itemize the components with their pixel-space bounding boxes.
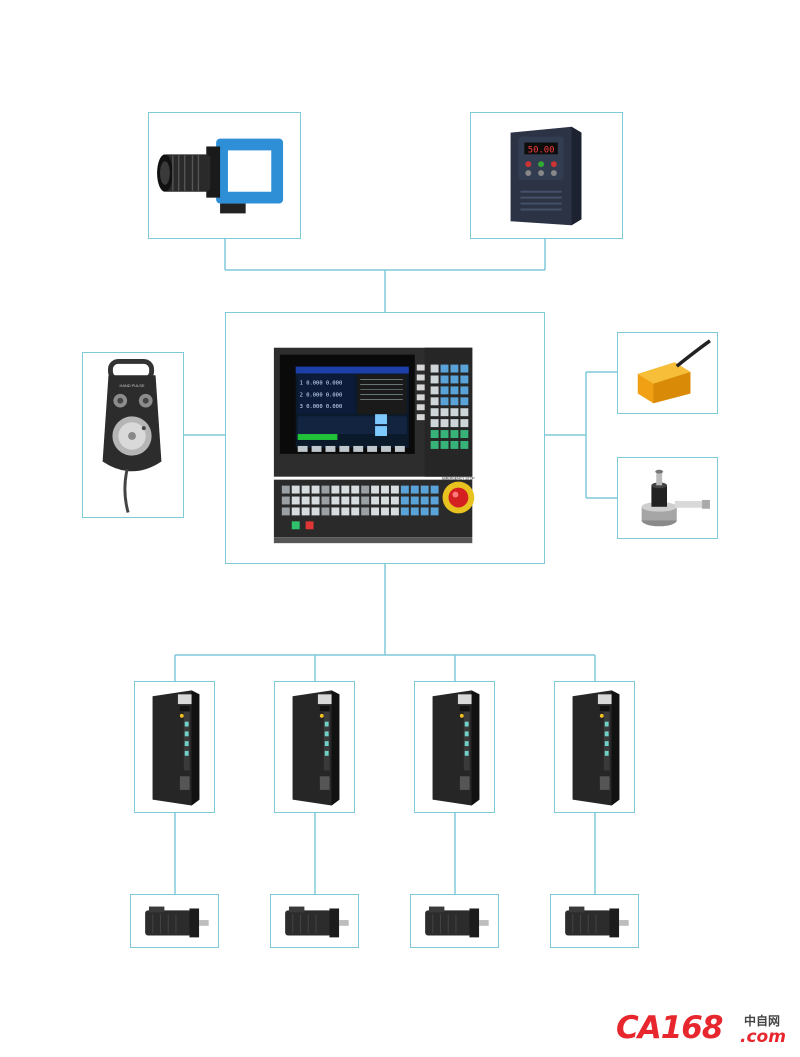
ca168-logo: CA168 中自网 .com: [616, 1008, 796, 1052]
servo-drive-node: [134, 681, 215, 813]
logo-cn-text: 中自网: [744, 1014, 781, 1028]
frequency-inverter-node: 50.00: [470, 112, 623, 239]
tool-setter-node: [617, 457, 718, 539]
servo-drive-icon: [432, 690, 480, 806]
logo-domain: .com: [740, 1027, 786, 1047]
handwheel-pendant-node: HAND PULSE: [82, 352, 184, 518]
servo-drive-node: [274, 681, 355, 813]
tool-setter-icon: [641, 469, 710, 527]
servo-drive-icon: [572, 690, 620, 806]
servo-motor-icon: [565, 906, 629, 938]
pendant-label: HAND PULSE: [120, 383, 145, 388]
servo-drive-node: [554, 681, 635, 813]
industrial-camera-icon: [157, 138, 284, 214]
servo-motor-icon: [285, 906, 349, 938]
screen-row-1: 1 0.000 0.000: [300, 380, 343, 386]
inverter-display: 50.00: [528, 145, 555, 155]
servo-motor-icon: [425, 906, 489, 938]
servo-motor-node: [550, 894, 639, 948]
logo-brand: CA168: [616, 1010, 723, 1046]
servo-motor-node: [410, 894, 499, 948]
cnc-controller-node: 1 0.000 0.000 2 0.000 0.000 3 0.000 0.00…: [225, 312, 545, 564]
estop-label: EMERGENCY STOP: [442, 477, 475, 481]
servo-motor-node: [270, 894, 359, 948]
proximity-sensor-node: [617, 332, 718, 414]
cnc-controller-icon: 1 0.000 0.000 2 0.000 0.000 3 0.000 0.00…: [273, 347, 475, 544]
handwheel-icon: HAND PULSE: [102, 359, 162, 513]
industrial-camera-node: [148, 112, 301, 239]
screen-row-3: 3 0.000 0.000: [300, 404, 343, 410]
servo-drive-icon: [152, 690, 200, 806]
proximity-sensor-icon: [637, 339, 711, 404]
inverter-icon: 50.00: [510, 126, 582, 226]
servo-motor-icon: [145, 906, 209, 938]
servo-motor-node: [130, 894, 219, 948]
servo-drive-icon: [292, 690, 340, 806]
screen-row-2: 2 0.000 0.000: [300, 392, 343, 398]
servo-drive-node: [414, 681, 495, 813]
